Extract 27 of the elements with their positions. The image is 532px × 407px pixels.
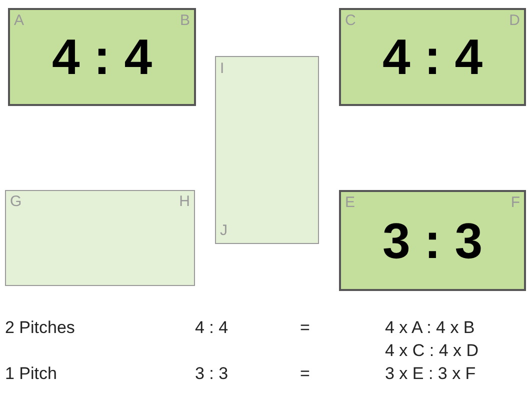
pitch-box xyxy=(339,8,526,106)
pitch-box xyxy=(215,56,319,244)
table-text: 4 x C : 4 x D xyxy=(385,341,479,361)
table-text: = xyxy=(300,318,310,338)
corner-letter: J xyxy=(220,223,228,239)
table-text: = xyxy=(300,364,310,384)
corner-letter: C xyxy=(345,13,356,29)
corner-letter: B xyxy=(180,13,190,29)
table-text: 2 Pitches xyxy=(5,318,75,338)
ratio-text: 4 : 4 xyxy=(50,31,154,83)
pitch-box xyxy=(8,8,196,106)
corner-letter: D xyxy=(509,13,520,29)
ratio-text: 4 : 4 xyxy=(381,31,484,83)
corner-letter: E xyxy=(345,195,356,211)
table-text: 1 Pitch xyxy=(5,364,57,384)
pitch-box xyxy=(5,190,195,286)
corner-letter: I xyxy=(220,61,224,77)
table-text: 4 : 4 xyxy=(195,318,228,338)
table-text: 3 x E : 3 x F xyxy=(385,364,476,384)
pitch-box xyxy=(339,190,526,291)
table-text: 3 : 3 xyxy=(195,364,228,384)
corner-letter: A xyxy=(14,13,24,29)
corner-letter: H xyxy=(179,194,190,210)
ratio-text: 3 : 3 xyxy=(381,214,484,266)
corner-letter: G xyxy=(10,194,22,210)
corner-letter: F xyxy=(510,195,520,211)
table-text: 4 x A : 4 x B xyxy=(385,318,475,338)
